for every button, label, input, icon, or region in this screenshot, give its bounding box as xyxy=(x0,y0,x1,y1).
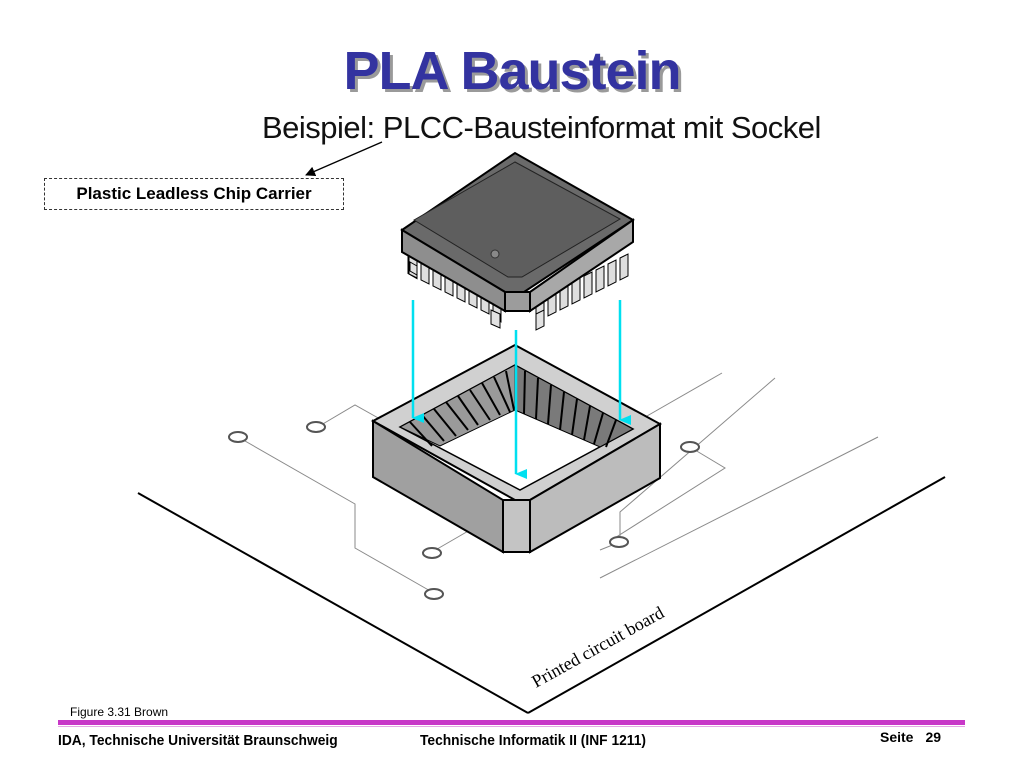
socket-right-side xyxy=(529,422,661,554)
footer-course: Technische Informatik II (INF 1211) xyxy=(420,732,646,749)
socket-contacts xyxy=(409,370,617,448)
footer-divider xyxy=(58,720,965,725)
insertion-arrows xyxy=(411,300,631,479)
page-label: Seite xyxy=(880,729,914,745)
circuit-board xyxy=(137,476,946,714)
chip-pin1-dot xyxy=(490,249,500,259)
socket-corner xyxy=(502,499,531,553)
board-pads xyxy=(228,421,700,600)
footer-page: Seite 29 xyxy=(880,729,941,745)
page-number: 29 xyxy=(925,729,942,745)
slide-title: PLA Baustein xyxy=(343,41,681,101)
callout-pointer xyxy=(305,141,383,177)
footer-divider-shadow xyxy=(58,726,965,727)
plcc-chip xyxy=(400,151,635,331)
footer-institution: IDA, Technische Universität Braunschweig xyxy=(58,732,338,749)
chip-right-side xyxy=(529,218,634,313)
chip-corner xyxy=(504,291,531,312)
plcc-callout: Plastic Leadless Chip Carrier xyxy=(44,178,344,210)
figure-caption: Figure 3.31 Brown xyxy=(70,705,169,719)
chip-top-inner xyxy=(413,161,622,278)
slide-subtitle: Beispiel: PLCC-Bausteinformat mit Sockel xyxy=(262,110,821,145)
